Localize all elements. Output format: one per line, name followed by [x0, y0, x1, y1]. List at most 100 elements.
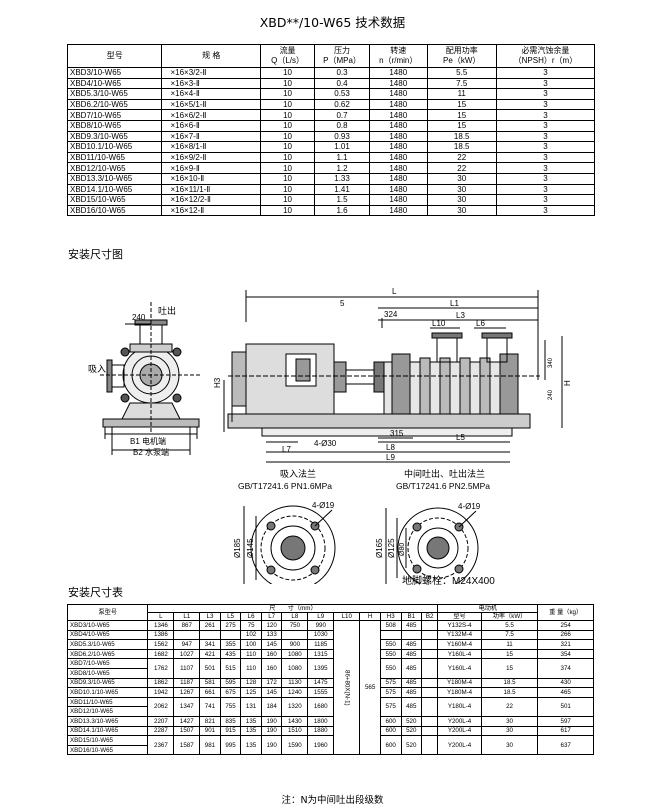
dim-cell: 321 [537, 639, 594, 650]
dim-cell: 135 [240, 725, 262, 737]
table-cell: ×16×12-Ⅱ [161, 204, 261, 217]
table-cell: 15 [426, 98, 497, 111]
model-cell: XBD3/10-W65 [66, 620, 149, 631]
dim-cell: 520 [400, 715, 423, 727]
dim-cell: 15 [480, 648, 539, 660]
table-cell: 1480 [368, 172, 428, 185]
dim-cell: 1427 [173, 715, 201, 727]
tech-header-cell: 型号 [66, 44, 163, 68]
table-cell: 10 [259, 141, 316, 153]
table-cell: 3 [495, 204, 596, 217]
table-cell: 1480 [368, 130, 428, 143]
dim-cell: 1027 [173, 648, 201, 660]
dim-cell: 1942 [147, 687, 175, 698]
table-cell: 3 [495, 109, 596, 121]
inlet-label: 吸入 [88, 364, 106, 374]
dim-cell: 867 [173, 620, 201, 631]
side-view [223, 290, 563, 463]
table-cell: 1480 [368, 141, 428, 153]
dim-cell: 1187 [173, 677, 201, 689]
table-cell: ×16×3/2-Ⅱ [161, 67, 261, 79]
suction-flange-drawing [243, 505, 336, 584]
dim-cell: 190 [260, 725, 283, 737]
f2-holes: 4-Ø19 [458, 502, 481, 511]
table-cell: 10 [259, 194, 316, 206]
dim-cell: 675 [219, 687, 242, 698]
table-cell: 0.4 [314, 77, 370, 90]
dim-cell: 485 [400, 620, 423, 631]
dim-cell [421, 658, 439, 679]
dim-cell: 160 [260, 658, 283, 679]
table-cell: 1480 [368, 204, 428, 217]
dim-cell: 18.5 [480, 687, 539, 698]
dim-cell: 254 [537, 620, 594, 631]
table-cell: ×16×9-Ⅱ [161, 162, 261, 174]
table-cell: 3 [495, 98, 596, 111]
footnote: 注：N为中间吐出段级数 [281, 795, 384, 806]
dim-cell [421, 725, 439, 737]
table-cell: 1.6 [314, 204, 370, 217]
table-cell: 22 [426, 162, 497, 174]
table-cell: ×16×4-Ⅱ [161, 88, 261, 100]
h-cell: 565 [359, 619, 381, 756]
dim-cell: Y180L-4 [437, 696, 482, 717]
mid-flange-std: GB/T17241.6 PN2.5MPa [396, 481, 490, 491]
table-cell: ×16×8/1-Ⅱ [161, 141, 261, 153]
table-cell: 1480 [368, 88, 428, 100]
tech-header-line2: （NPSH）r（m） [513, 56, 578, 65]
install-col-header: L6 [240, 612, 262, 621]
dim-cell: 374 [537, 658, 594, 679]
tech-header-line2: n（r/min） [379, 56, 418, 65]
dim-cell: 515 [219, 658, 242, 679]
dim-cell [421, 648, 439, 660]
dim-cell: 421 [199, 648, 221, 660]
dim-cell: 22 [480, 696, 539, 717]
dim-L1: L1 [450, 299, 459, 308]
dim-cell: 550 [379, 658, 402, 679]
dim-cell: Y132S-4 [437, 620, 482, 631]
dim-cell: 355 [219, 639, 242, 650]
table-cell: 1.1 [314, 151, 370, 164]
dim-L: L [392, 287, 397, 296]
tech-header-line1: 流量 [279, 46, 296, 55]
table-cell: 3 [495, 141, 596, 153]
dim-L8: L8 [386, 443, 395, 452]
table-cell: ×16×12/2-Ⅱ [161, 194, 261, 206]
dim-cell: 1590 [281, 735, 309, 756]
dim-cell: 900 [281, 639, 309, 650]
tech-header-line1: 配用功率 [445, 46, 478, 55]
table-cell: 0.7 [314, 109, 370, 121]
f1-holes: 4-Ø19 [312, 501, 335, 510]
dim-cell [219, 629, 242, 641]
suction-flange-std: GB/T17241.6 PN1.6MPa [238, 481, 332, 491]
model-cell: XBD5.3/10-W65 [66, 639, 149, 650]
dim-cell: 1346 [147, 620, 175, 631]
dim-cell: 1762 [147, 658, 175, 679]
dim-cell: 5.5 [480, 620, 539, 631]
dim-cell: 266 [537, 629, 594, 641]
table-cell: 1480 [368, 183, 428, 196]
dim-cell: 661 [199, 687, 221, 698]
section-title-install-table: 安装尺寸表 [68, 586, 123, 599]
dim-cell: 581 [199, 677, 221, 689]
model-cell: XBD15/10-W65 [66, 735, 149, 746]
b1-label: B1 电机端 [130, 436, 166, 446]
dim-cell: 485 [400, 687, 423, 698]
model-cell: XBD10.1/10-W65 [66, 687, 149, 698]
dim-cell: 30 [480, 715, 539, 727]
install-col-header: B2 [421, 612, 439, 621]
table-cell: 3 [495, 151, 596, 164]
dim-cell: 508 [379, 620, 402, 631]
dim-cell: 1240 [281, 687, 309, 698]
table-cell: 10 [259, 162, 316, 174]
table-cell: 1.33 [314, 172, 370, 185]
table-cell: 1.41 [314, 183, 370, 196]
dim-cell: 835 [219, 715, 242, 727]
table-cell: 30 [426, 183, 497, 196]
install-col-header: L10 [333, 612, 361, 621]
install-header-model: 泵型号 [66, 604, 149, 621]
